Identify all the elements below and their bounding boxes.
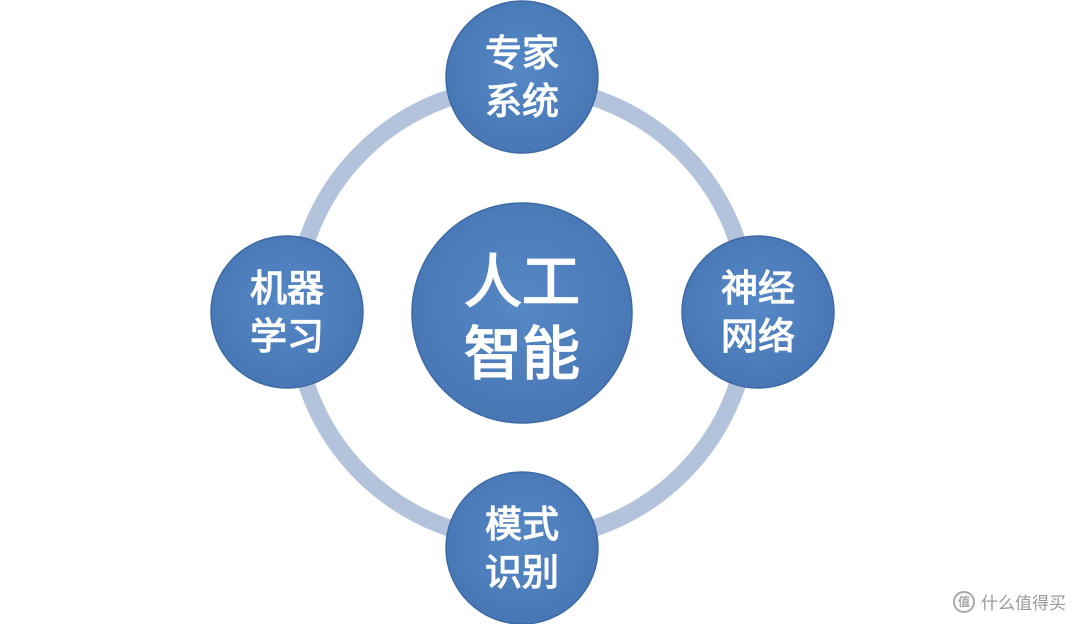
node-neural-network-line1: 神经 [721,267,795,310]
node-expert-system-line2: 系统 [485,80,559,123]
node-pattern-recognition-line1: 模式 [485,503,559,546]
center-node-line2: 智能 [464,320,580,388]
node-neural-network-line2: 网络 [721,315,795,358]
node-neural-network: 神经 网络 [681,235,835,389]
watermark-text: 什么值得买 [981,594,1066,614]
center-node-line1: 人工 [464,248,580,316]
node-pattern-recognition: 模式 识别 [445,471,599,624]
node-expert-system-line1: 专家 [485,32,559,75]
center-node: 人工 智能 [411,202,633,424]
watermark-logo-icon: 值 [953,590,975,613]
node-machine-learning-line2: 学习 [250,315,324,358]
node-machine-learning-line1: 机器 [250,267,325,310]
site-watermark: 值 什么值得买 [953,589,1066,614]
node-machine-learning: 机器 学习 [210,235,364,389]
node-pattern-recognition-line2: 识别 [485,551,559,594]
node-expert-system: 专家 系统 [445,0,599,154]
